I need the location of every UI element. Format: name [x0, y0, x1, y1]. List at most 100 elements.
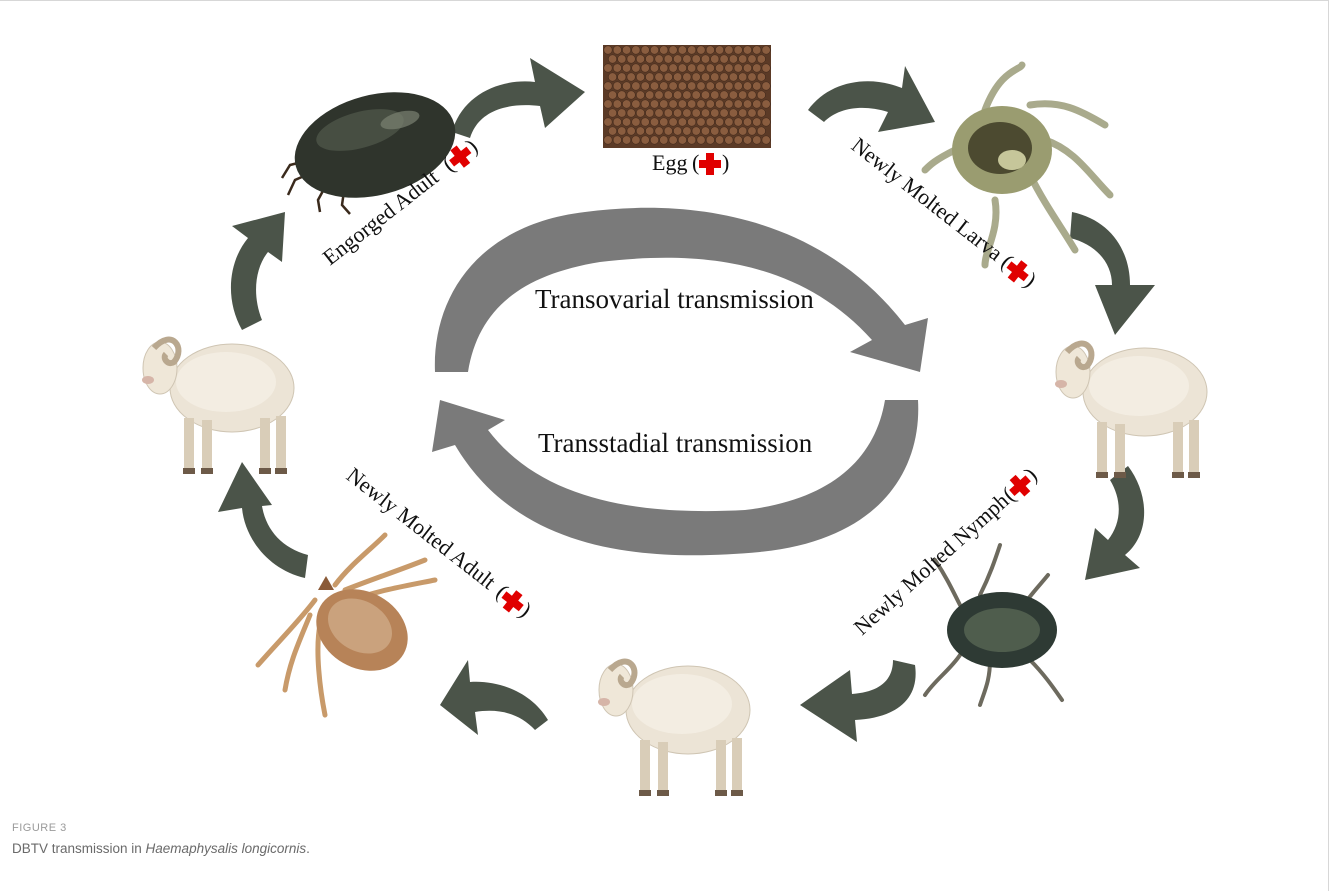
egg-dot	[627, 91, 635, 99]
egg-dot	[725, 82, 733, 90]
egg-dot	[650, 64, 658, 72]
egg-dot	[706, 118, 714, 126]
caption-suffix: .	[306, 841, 310, 856]
egg-dot	[701, 91, 709, 99]
egg-dot	[715, 46, 723, 54]
egg-dot	[701, 109, 709, 117]
egg-dot	[632, 64, 640, 72]
egg-dot	[678, 46, 686, 54]
egg-dot	[608, 127, 616, 135]
egg-dot	[739, 55, 747, 63]
egg-dot	[757, 127, 765, 135]
egg-dot	[608, 91, 616, 99]
egg-dot	[613, 118, 621, 126]
sheep-right-picture	[1055, 344, 1207, 478]
egg-dot	[701, 127, 709, 135]
egg-dot	[725, 46, 733, 54]
egg-dot	[743, 136, 751, 144]
egg-dot	[715, 64, 723, 72]
egg-dot	[664, 73, 672, 81]
egg-dot	[669, 82, 677, 90]
egg-dot	[641, 46, 649, 54]
egg-dot	[697, 118, 705, 126]
egg-dot	[650, 118, 658, 126]
egg-dot	[613, 136, 621, 144]
egg-dot	[664, 127, 672, 135]
egg-dot	[706, 100, 714, 108]
egg-dot	[725, 118, 733, 126]
egg-dot	[711, 73, 719, 81]
arrow-engorged-to-egg	[452, 58, 585, 138]
egg-dot	[678, 118, 686, 126]
egg-dot	[646, 91, 654, 99]
egg-dot	[646, 55, 654, 63]
egg-dot	[646, 127, 654, 135]
egg-dot	[660, 82, 668, 90]
egg-dot	[743, 46, 751, 54]
egg-dot	[655, 73, 663, 81]
egg-dot	[688, 100, 696, 108]
egg-dot	[660, 118, 668, 126]
egg-positive-marker	[699, 153, 721, 175]
egg-dot	[636, 109, 644, 117]
egg-dot	[739, 91, 747, 99]
egg-dot	[673, 127, 681, 135]
egg-dot	[697, 82, 705, 90]
egg-dot	[669, 136, 677, 144]
egg-dot	[660, 136, 668, 144]
egg-dot	[720, 91, 728, 99]
egg-dot	[706, 64, 714, 72]
egg-dot	[697, 64, 705, 72]
egg-dot	[734, 46, 742, 54]
egg-dot	[604, 82, 612, 90]
egg-dot	[762, 118, 770, 126]
adult-label: Newly Molted Adult	[342, 462, 501, 594]
egg-dot	[650, 46, 658, 54]
egg-dot	[641, 82, 649, 90]
egg-dot	[729, 91, 737, 99]
nymph-tick-picture	[925, 545, 1062, 705]
egg-dot	[678, 64, 686, 72]
egg-dot	[660, 100, 668, 108]
engorged-tick-picture	[282, 75, 467, 214]
egg-dot	[688, 118, 696, 126]
egg-dot	[641, 136, 649, 144]
egg-dot	[664, 109, 672, 117]
egg-dot	[692, 91, 700, 99]
egg-dot	[688, 82, 696, 90]
egg-dot	[604, 118, 612, 126]
egg-dot	[678, 82, 686, 90]
egg-dot	[669, 64, 677, 72]
egg-dot	[669, 118, 677, 126]
egg-dot	[669, 100, 677, 108]
egg-dot	[720, 55, 728, 63]
egg-dot	[692, 109, 700, 117]
egg-dot	[757, 55, 765, 63]
egg-dot	[627, 73, 635, 81]
transstadial-label: Transstadial transmission	[538, 428, 813, 458]
egg-dot	[688, 46, 696, 54]
egg-dot	[683, 73, 691, 81]
egg-dot	[734, 82, 742, 90]
egg-dot	[762, 64, 770, 72]
egg-dot	[627, 109, 635, 117]
egg-dot	[701, 73, 709, 81]
egg-dot	[632, 46, 640, 54]
egg-dot	[646, 73, 654, 81]
egg-dot	[618, 91, 626, 99]
egg-dot	[650, 136, 658, 144]
egg-dot	[678, 136, 686, 144]
egg-dot	[608, 73, 616, 81]
egg-dot	[673, 55, 681, 63]
egg-dot	[683, 127, 691, 135]
egg-dot	[711, 109, 719, 117]
arrow-larva-to-sheep	[1070, 212, 1155, 335]
egg-dot	[636, 73, 644, 81]
egg-dot	[692, 73, 700, 81]
egg-dot	[636, 55, 644, 63]
egg-dot	[739, 109, 747, 117]
egg-dot	[743, 64, 751, 72]
egg-dot	[627, 127, 635, 135]
transovarial-label: Transovarial transmission	[535, 284, 814, 314]
egg-dot	[701, 55, 709, 63]
